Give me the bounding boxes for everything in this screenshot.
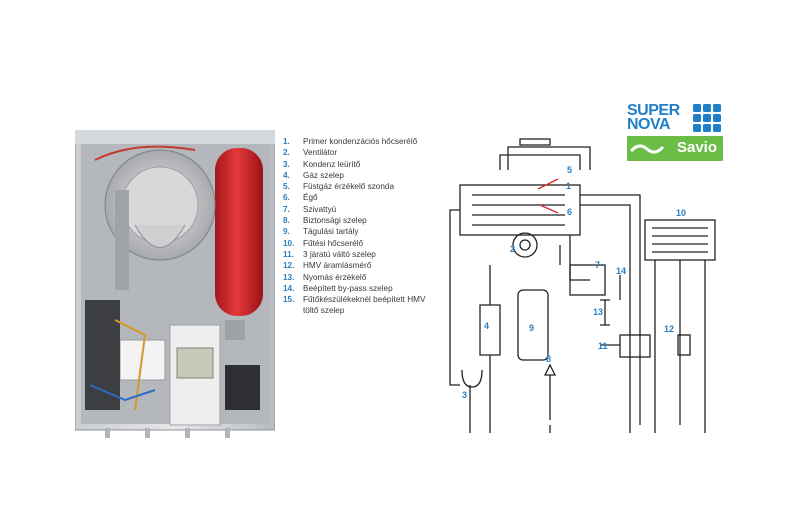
legend-item: 3.Kondenz leürítő [283, 159, 361, 169]
callout-10: 10 [676, 208, 686, 218]
callout-14: 14 [616, 266, 626, 276]
callout-13: 13 [593, 307, 603, 317]
callout-2: 2 [510, 244, 515, 254]
callout-11: 11 [598, 341, 608, 351]
callout-5: 5 [567, 165, 572, 175]
logo-line-nova: NOVA [627, 116, 671, 133]
callout-9: 9 [529, 323, 534, 333]
callout-6: 6 [567, 207, 572, 217]
legend-item: 4.Gáz szelep [283, 170, 344, 180]
legend-item: 6.Égő [283, 193, 318, 203]
legend: 1.Primer kondenzációs hőcserélő 2.Ventil… [283, 136, 443, 317]
legend-item: 13.Nyomás érzékelő [283, 272, 367, 282]
legend-item: 5.Füstgáz érzékelő szonda [283, 182, 395, 192]
logo-line-super: SUPER [627, 102, 680, 119]
callout-1: 1 [566, 181, 571, 191]
hydraulic-schematic: 1 2 3 4 5 6 7 8 9 10 11 12 13 14 [440, 125, 740, 435]
legend-item: 8.Biztonsági szelep [283, 216, 367, 226]
legend-item: 15.Fűtőkészülékeknél beépített HMV töltő… [283, 295, 426, 316]
legend-item: 1.Primer kondenzációs hőcserélő [283, 137, 418, 146]
logo-savio-bar: Savio [627, 136, 723, 161]
legend-item: 12.HMV áramlásmérő [283, 261, 372, 271]
logo-grid-icon [693, 104, 721, 132]
legend-item: 9.Tágulási tartály [283, 227, 359, 237]
legend-item: 11.3 járatú váltó szelep [283, 249, 376, 259]
legend-item: 2.Ventilátor [283, 148, 338, 158]
callout-4: 4 [484, 321, 489, 331]
callout-7: 7 [595, 260, 600, 270]
brand-logo: SUPER NOVA Savio [627, 103, 723, 161]
callout-12: 12 [664, 324, 674, 334]
wave-icon [629, 144, 665, 154]
logo-brand-text: Savio [676, 139, 717, 156]
boiler-photo [74, 130, 276, 440]
callout-8: 8 [546, 354, 551, 364]
legend-item: 7.Szivattyú [283, 204, 337, 214]
legend-item: 14.Beépített by-pass szelep [283, 283, 393, 293]
callout-3: 3 [462, 390, 467, 400]
legend-item: 10.Fűtési hőcserélő [283, 238, 364, 248]
